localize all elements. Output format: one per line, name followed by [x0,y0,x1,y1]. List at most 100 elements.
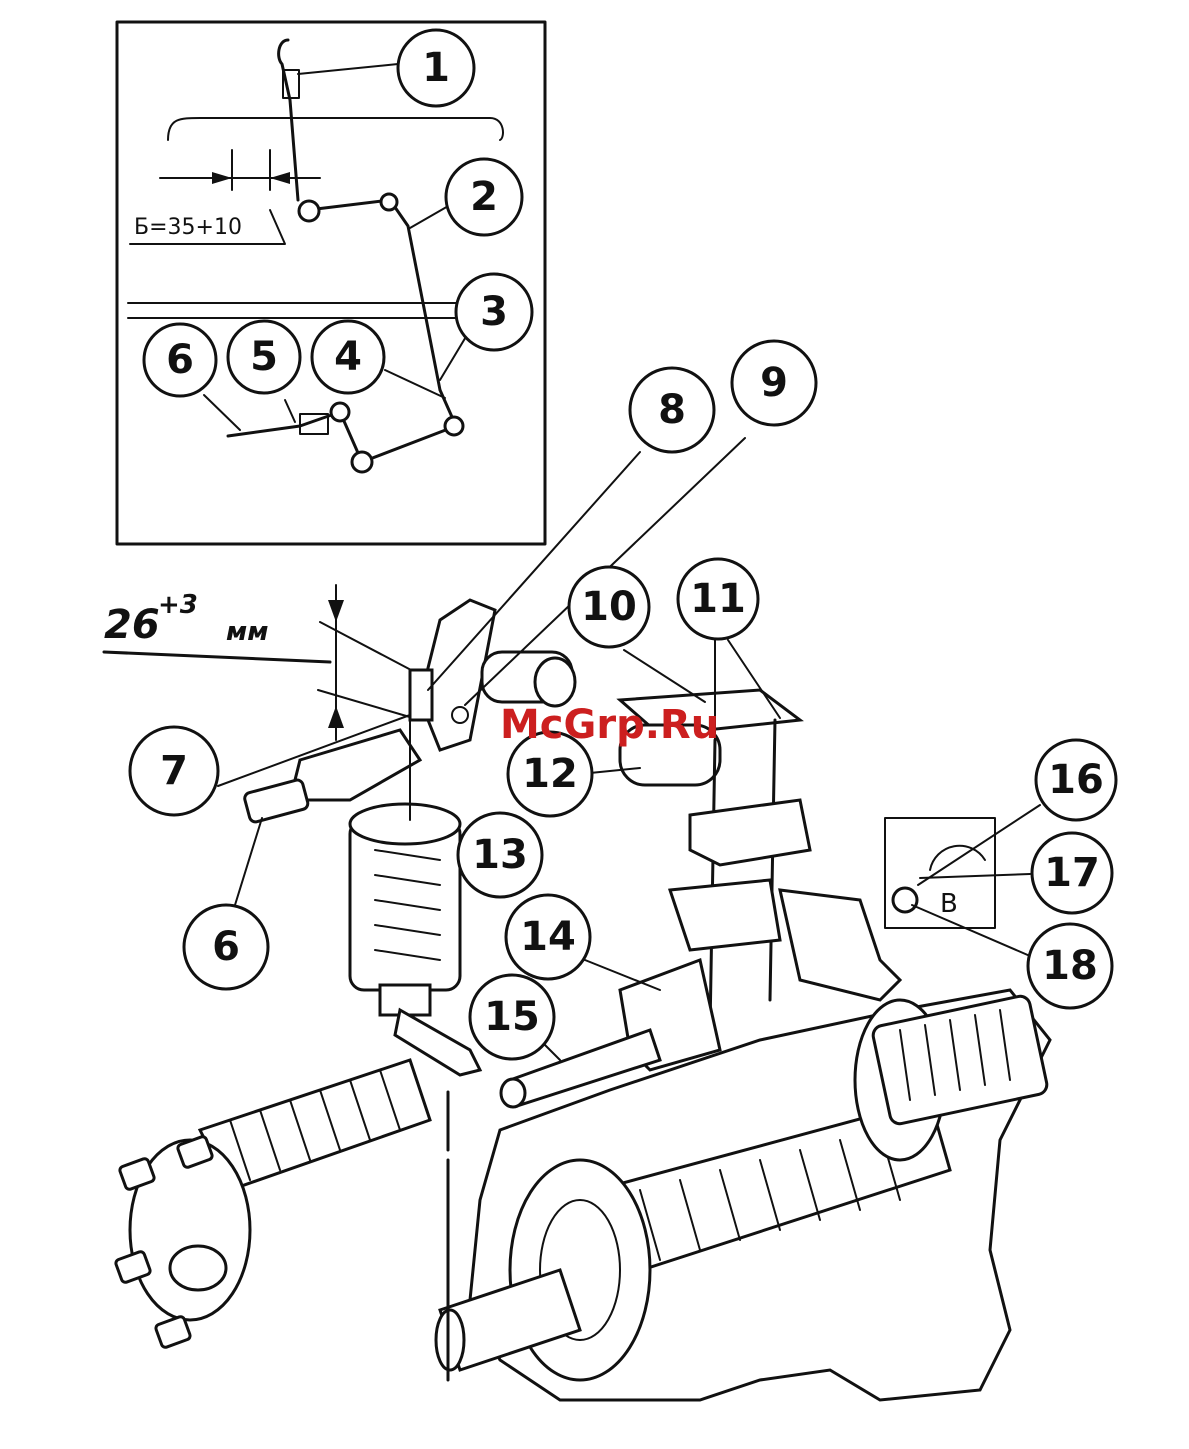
callout-number: 1 [422,45,450,91]
output-splines [899,1009,1011,1101]
hub-lug-2 [114,1250,152,1284]
selector-rod-2 [768,718,777,1002]
leader-10 [623,649,706,703]
stroke-arrow-top [328,600,344,622]
callout-circle [1034,738,1118,822]
callout-number: 10 [581,584,637,630]
callout-5: 5 [226,319,302,395]
splined-hub-detail [114,1058,450,1382]
leader-7 [217,714,411,787]
stroke-dimension-value: 26 [104,602,160,648]
floor-line [167,117,504,141]
callout-circle [142,322,218,398]
callout-number: 13 [472,832,528,878]
callout-circle [128,725,220,817]
callout-4: 4 [310,319,386,395]
spring-cylinder-top [348,802,462,846]
leader-14 [579,957,661,991]
callout-9: 9 [730,339,818,427]
selector-head [688,798,812,867]
callout-number: 5 [250,334,278,380]
callout-number: 8 [658,387,686,433]
stroke-dimension: 26 +3 мм [102,584,431,741]
callout-3: 3 [454,272,534,352]
gear-left-inner [539,1199,621,1341]
inset-frame [115,20,547,546]
leader-18 [911,904,1031,957]
lever-hole [451,706,469,724]
leader-2 [409,204,451,229]
linkage-rod-upper [306,198,442,392]
leader-17 [919,873,1031,879]
selector-fork-block [667,878,782,952]
stroke-ext-bottom [317,689,421,721]
callout-7: 7 [128,725,220,817]
gearbox-housing [434,988,1052,1402]
stroke-dimension-unit: мм [226,617,269,647]
callout-circle [396,28,476,108]
callout-12: 12 [506,730,594,818]
detail-b-frame [884,817,996,929]
callout-circle [676,557,760,641]
cylinder-bottom-bolt [393,1007,483,1077]
pushrod [243,778,310,824]
hub-splines [229,1069,401,1181]
pivot-upper-right [379,192,399,212]
callout-11: 11 [676,557,760,641]
pivot-upper-left [297,199,321,223]
callout-number: 12 [522,751,578,797]
callout-number: 18 [1042,943,1098,989]
hub-center [168,1244,228,1292]
detail-b-screw [891,886,919,914]
callout-circle [1030,831,1114,915]
pivot-lower-1 [443,415,465,437]
hub-lug-1 [118,1157,156,1191]
cylinder-bottom-fitting [378,983,432,1017]
input-stub-end [434,1308,466,1372]
adjusting-bolt [408,668,434,722]
hub-lug-3 [154,1315,192,1349]
callout-number: 4 [334,334,362,380]
pivot-lower-2 [350,450,374,474]
linkage-lower [226,388,458,464]
callout-17: 17 [1030,831,1114,915]
dim-arrow-right [270,172,290,184]
leader-5 [284,399,296,423]
lever-cylinder-end [533,656,577,708]
hub-lug-4 [176,1135,214,1169]
callout-circle [444,157,524,237]
inset-linkage-schematic: Б=35+10 [115,20,547,546]
dim-label-leader [129,209,286,245]
stroke-arrow-bottom [328,706,344,728]
callout-circle [567,565,651,649]
pivot-lower-3 [329,401,351,423]
side-bracket [778,888,903,1002]
callout-16: 16 [1034,738,1118,822]
leader-6b [234,817,263,906]
callout-circle [456,811,544,899]
callout-number: 9 [760,360,788,406]
callout-circle [310,319,386,395]
callout-8: 8 [628,366,716,454]
leader-6 [203,394,241,431]
selector-cylinder [618,723,722,787]
callout-circle [506,730,594,818]
leader-12 [589,767,641,774]
callout-circle [468,973,556,1061]
callout-18: 18 [1026,922,1114,1010]
cylinder-rod-block [299,413,329,435]
leader-4 [384,369,446,399]
callout-number: 14 [520,914,576,960]
callout-6: 6 [142,322,218,398]
inset-dimension-text: Б=35+10 [134,215,242,240]
callout-6: 6 [182,903,270,991]
callout-number: 16 [1048,757,1104,803]
callout-number: 17 [1044,850,1100,896]
callout-circle [628,366,716,454]
callout-1: 1 [396,28,476,108]
callout-number: 6 [212,924,240,970]
callout-10: 10 [567,565,651,649]
callout-13: 13 [456,811,544,899]
